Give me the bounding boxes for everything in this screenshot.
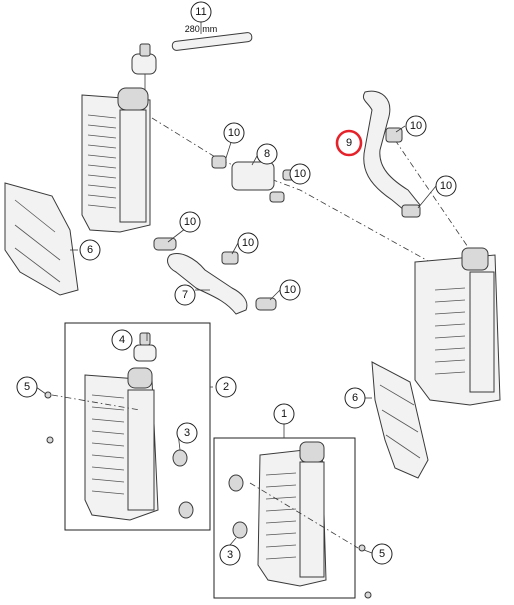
- callout-10: 10: [179, 211, 201, 233]
- callout-1: 1: [273, 403, 295, 425]
- radiator-shroud-right: [371, 361, 429, 479]
- svg-text:10: 10: [440, 180, 452, 192]
- callout-10: 10: [289, 163, 311, 185]
- callout-10: 10: [223, 122, 245, 144]
- svg-text:3: 3: [184, 427, 190, 439]
- svg-text:1: 1: [281, 408, 287, 420]
- svg-text:6: 6: [352, 392, 358, 404]
- svg-text:10: 10: [184, 216, 196, 228]
- callout-10: 10: [405, 115, 427, 137]
- svg-text:10: 10: [228, 127, 240, 139]
- coolant-hose-9: [362, 90, 421, 218]
- radiator-top-left: [81, 87, 151, 233]
- callout-2: 2: [215, 376, 237, 398]
- svg-text:5: 5: [24, 381, 30, 393]
- callout-5: 5: [371, 543, 393, 565]
- callout-10: 10: [435, 175, 457, 197]
- svg-text:4: 4: [119, 334, 125, 346]
- svg-text:2: 2: [223, 381, 229, 393]
- callout-9-highlighted: 9: [335, 129, 363, 157]
- svg-text:6: 6: [87, 244, 93, 256]
- svg-text:10: 10: [284, 284, 296, 296]
- svg-text:9: 9: [346, 137, 352, 149]
- kit-box-2: [64, 322, 211, 531]
- svg-text:10: 10: [242, 237, 254, 249]
- callout-3: 3: [176, 422, 198, 444]
- callout-10: 10: [237, 232, 259, 254]
- callout-7: 7: [174, 284, 196, 306]
- radiator-shroud-left: [4, 182, 79, 296]
- radiator-right: [414, 247, 501, 406]
- svg-text:7: 7: [182, 289, 188, 301]
- svg-text:10: 10: [410, 120, 422, 132]
- callout-5: 5: [16, 376, 38, 398]
- callout-8: 8: [256, 143, 278, 165]
- svg-text:11: 11: [195, 6, 206, 18]
- thermostat-housing: [211, 155, 298, 203]
- hose-length-label: 280 mm: [185, 24, 218, 34]
- filler-cap-top: [131, 43, 157, 95]
- callout-4: 4: [111, 329, 133, 351]
- callout-6: 6: [344, 387, 366, 409]
- svg-text:3: 3: [227, 549, 233, 561]
- svg-text:5: 5: [379, 548, 385, 560]
- callout-3: 3: [219, 544, 241, 566]
- svg-text:8: 8: [264, 148, 270, 160]
- radiator-kit-right: [228, 441, 372, 599]
- callout-11: 11: [190, 1, 212, 23]
- coolant-hose-7: [153, 237, 277, 315]
- kit-box-1: [213, 437, 356, 599]
- svg-text:10: 10: [294, 168, 306, 180]
- radiator-kit-left: [44, 332, 194, 521]
- callout-10: 10: [279, 279, 301, 301]
- callout-6: 6: [79, 239, 101, 261]
- hose-11: [171, 22, 253, 51]
